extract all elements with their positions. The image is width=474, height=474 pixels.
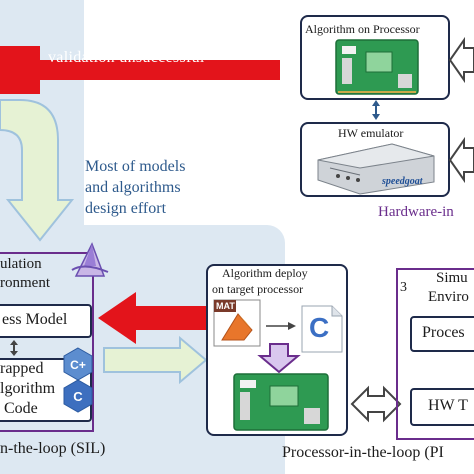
sil-footer-label: n-the-loop (SIL) <box>0 440 106 457</box>
sil-header-line-1: ulation <box>0 256 42 272</box>
emulator-brand-label: speedgoat <box>382 176 423 187</box>
wrapped-code-line-1: rapped <box>0 360 44 377</box>
wrapped-code-line-3: Code <box>4 400 38 417</box>
pil-deploy-line-1: Algorithm deploy <box>222 266 308 280</box>
sim-env-header-line-1: Simu <box>436 270 468 286</box>
process-model-box <box>0 304 92 338</box>
c-file-label: C <box>309 312 330 343</box>
hardware-section-label: Hardware-in <box>378 204 454 220</box>
process-model-label: ess Model <box>2 311 68 328</box>
sim-process-box <box>410 316 474 352</box>
pil-footer-label: Processor-in-the-loop (PI <box>282 444 444 461</box>
wrapped-code-line-2: lgorithm <box>0 380 56 397</box>
sil-header-line-2: ronment <box>0 275 50 291</box>
sil-environment-frame <box>0 252 94 432</box>
hw-emulator-title: HW emulator <box>338 126 404 140</box>
sim-env-number: 3 <box>400 280 407 295</box>
annotation-line-1: Most of models <box>85 158 186 175</box>
sim-environment-frame <box>396 268 474 440</box>
validation-banner-label: validation unsuccessful <box>48 49 205 66</box>
pil-deploy-line-2: on target processor <box>212 282 304 296</box>
sim-env-header-line-2: Enviro <box>428 289 469 305</box>
sim-hw-box <box>410 388 474 426</box>
mat-file-label: MAT <box>216 301 235 311</box>
sim-process-label: Proces <box>422 324 465 341</box>
algorithm-on-processor-title: Algorithm on Processor <box>305 22 420 36</box>
annotation-line-2: and algorithms <box>85 179 181 196</box>
annotation-line-3: design effort <box>85 200 167 217</box>
sim-hw-label: HW T <box>428 397 468 414</box>
